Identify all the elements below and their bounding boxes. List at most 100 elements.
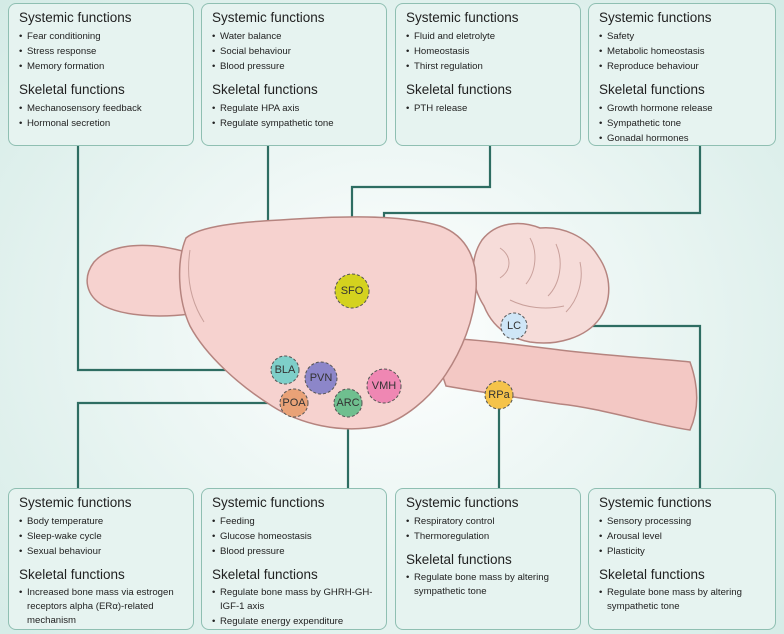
list-item: Regulate sympathetic tone xyxy=(212,116,376,131)
skeletal-list: PTH release xyxy=(406,101,570,116)
connector-poa xyxy=(76,401,280,489)
list-item: Reproduce behaviour xyxy=(599,59,765,74)
list-item: Homeostasis xyxy=(406,44,570,59)
skeletal-heading: Skeletal functions xyxy=(19,82,125,97)
list-item: Respiratory control xyxy=(406,514,570,529)
list-item: Safety xyxy=(599,29,765,44)
panel-vmh: Systemic functions Safety Metabolic home… xyxy=(588,3,776,146)
skeletal-list: Mechanosensory feedback Hormonal secreti… xyxy=(19,101,183,131)
list-item: Growth hormone release xyxy=(599,101,765,116)
skeletal-heading: Skeletal functions xyxy=(212,567,318,582)
list-item: PTH release xyxy=(406,101,570,116)
node-bla[interactable]: BLA xyxy=(270,355,300,385)
skeletal-heading: Skeletal functions xyxy=(599,82,705,97)
list-item: Sensory processing xyxy=(599,514,765,529)
systemic-list: Sensory processing Arousal level Plastic… xyxy=(599,514,765,559)
skeletal-list: Regulate bone mass by altering sympathet… xyxy=(599,586,765,614)
list-item: Blood pressure xyxy=(212,544,376,559)
list-item: Thermoregulation xyxy=(406,529,570,544)
node-poa[interactable]: POA xyxy=(279,388,309,418)
list-item: Plasticity xyxy=(599,544,765,559)
list-item: Blood pressure xyxy=(212,59,376,74)
panel-sfo: Systemic functions Fluid and eletrolyte … xyxy=(395,3,581,146)
list-item: Fear conditioning xyxy=(19,29,183,44)
systemic-list: Feeding Glucose homeostasis Blood pressu… xyxy=(212,514,376,559)
cerebellum-folds xyxy=(499,237,582,313)
systemic-list: Water balance Social behaviour Blood pre… xyxy=(212,29,376,74)
systemic-list: Body temperature Sleep-wake cycle Sexual… xyxy=(19,514,183,559)
list-item: Sleep-wake cycle xyxy=(19,529,183,544)
list-item: Stress response xyxy=(19,44,183,59)
skeletal-heading: Skeletal functions xyxy=(212,82,318,97)
list-item: Feeding xyxy=(212,514,376,529)
skeletal-list: Regulate HPA axis Regulate sympathetic t… xyxy=(212,101,376,131)
node-lc-label: LC xyxy=(507,320,521,332)
list-item: Arousal level xyxy=(599,529,765,544)
systemic-heading: Systemic functions xyxy=(599,495,712,510)
cerebrum-fissure xyxy=(188,249,205,323)
list-item: Thirst regulation xyxy=(406,59,570,74)
list-item: Social behaviour xyxy=(212,44,376,59)
node-poa-label: POA xyxy=(282,397,306,409)
node-arc-label: ARC xyxy=(336,397,359,409)
list-item: Body temperature xyxy=(19,514,183,529)
list-item: Gonadal hormones xyxy=(599,131,765,146)
skeletal-heading: Skeletal functions xyxy=(599,567,705,582)
node-bla-label: BLA xyxy=(275,364,296,376)
systemic-heading: Systemic functions xyxy=(406,10,519,25)
list-item: Mechanosensory feedback xyxy=(19,101,183,116)
skeletal-heading: Skeletal functions xyxy=(406,552,512,567)
list-item: Metabolic homeostasis xyxy=(599,44,765,59)
node-rpa[interactable]: RPa xyxy=(484,380,514,410)
cerebrum xyxy=(178,216,477,430)
node-sfo-label: SFO xyxy=(341,285,364,297)
systemic-heading: Systemic functions xyxy=(19,10,132,25)
list-item: Regulate bone mass by altering sympathet… xyxy=(599,586,765,614)
systemic-heading: Systemic functions xyxy=(406,495,519,510)
systemic-heading: Systemic functions xyxy=(212,10,325,25)
node-vmh-label: VMH xyxy=(372,380,397,392)
skeletal-heading: Skeletal functions xyxy=(406,82,512,97)
node-vmh[interactable]: VMH xyxy=(366,368,402,404)
systemic-heading: Systemic functions xyxy=(599,10,712,25)
list-item: Regulate bone mass by GHRH-GH-IGF-1 axis xyxy=(212,586,376,614)
systemic-heading: Systemic functions xyxy=(19,495,132,510)
list-item: Increased bone mass via estrogen recepto… xyxy=(19,586,183,628)
list-item: Regulate energy expenditure xyxy=(212,614,376,629)
node-rpa-label: RPa xyxy=(488,389,510,401)
panel-lc: Systemic functions Sensory processing Ar… xyxy=(588,488,776,630)
panel-pvn: Systemic functions Water balance Social … xyxy=(201,3,387,146)
olfactory-bulb xyxy=(86,244,191,317)
list-item: Fluid and eletrolyte xyxy=(406,29,570,44)
systemic-list: Fluid and eletrolyte Homeostasis Thirst … xyxy=(406,29,570,74)
skeletal-list: Growth hormone release Sympathetic tone … xyxy=(599,101,765,146)
skeletal-list: Regulate bone mass by altering sympathet… xyxy=(406,571,570,599)
node-pvn[interactable]: PVN xyxy=(304,361,338,395)
panel-arc: Systemic functions Feeding Glucose homeo… xyxy=(201,488,387,630)
skeletal-list: Increased bone mass via estrogen recepto… xyxy=(19,586,183,628)
list-item: Memory formation xyxy=(19,59,183,74)
connector-bla xyxy=(76,145,283,372)
node-lc[interactable]: LC xyxy=(500,312,528,340)
brainstem xyxy=(428,337,698,431)
list-item: Glucose homeostasis xyxy=(212,529,376,544)
node-sfo[interactable]: SFO xyxy=(334,273,370,309)
nucleus-nodes: SFO LC BLA PVN VMH POA ARC RPa xyxy=(270,273,528,418)
node-arc[interactable]: ARC xyxy=(333,388,363,418)
list-item: Regulate HPA axis xyxy=(212,101,376,116)
node-pvn-label: PVN xyxy=(310,372,333,384)
list-item: Hormonal secretion xyxy=(19,116,183,131)
panel-poa: Systemic functions Body temperature Slee… xyxy=(8,488,194,630)
cerebellum xyxy=(472,222,610,344)
systemic-list: Safety Metabolic homeostasis Reproduce b… xyxy=(599,29,765,74)
list-item: Water balance xyxy=(212,29,376,44)
systemic-list: Fear conditioning Stress response Memory… xyxy=(19,29,183,74)
skeletal-heading: Skeletal functions xyxy=(19,567,125,582)
list-item: Regulate bone mass by altering sympathet… xyxy=(406,571,570,599)
brain-outline xyxy=(86,216,698,431)
systemic-list: Respiratory control Thermoregulation xyxy=(406,514,570,544)
systemic-heading: Systemic functions xyxy=(212,495,325,510)
list-item: Sympathetic tone xyxy=(599,116,765,131)
list-item: Sexual behaviour xyxy=(19,544,183,559)
